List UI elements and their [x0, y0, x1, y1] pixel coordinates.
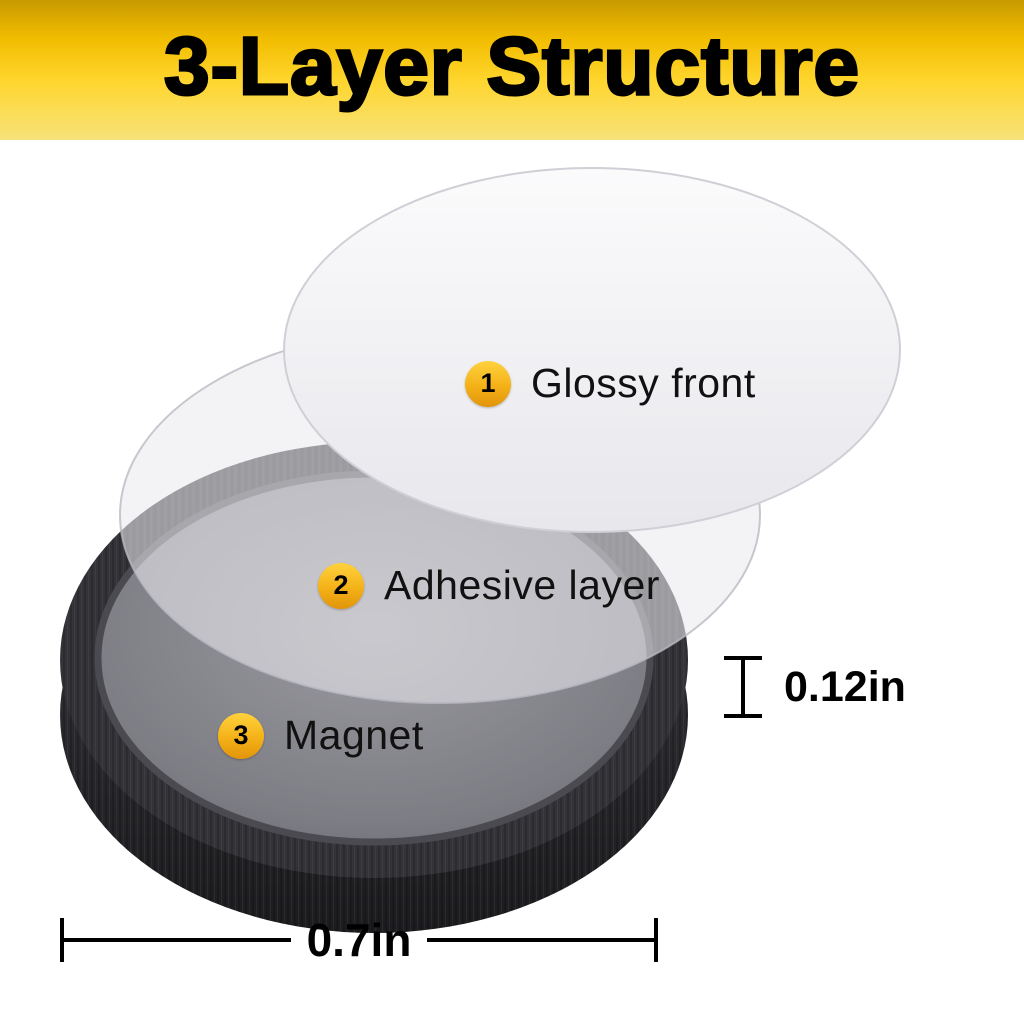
diameter-indicator: 0.7in	[60, 914, 659, 966]
layer-label-text: Adhesive layer	[384, 562, 660, 608]
layer-label-text: Glossy front	[531, 360, 756, 406]
diameter-line-right	[427, 938, 655, 942]
number-badge-3: 3	[218, 712, 264, 759]
layer-label-glossy-front: 1 Glossy front	[465, 360, 756, 407]
diameter-line-left	[64, 938, 291, 942]
banner: 3-Layer Structure	[0, 0, 1024, 140]
thickness-value: 0.12in	[784, 662, 906, 711]
thickness-measure-icon	[724, 656, 762, 718]
thickness-indicator: 0.12in	[724, 656, 906, 718]
page-title: 3-Layer Structure	[162, 21, 861, 112]
layer-label-adhesive-layer: 2 Adhesive layer	[318, 562, 660, 609]
diameter-value: 0.7in	[306, 914, 412, 966]
layer-diagram	[60, 167, 901, 933]
number-badge-1: 1	[465, 360, 511, 407]
diameter-right-tick	[654, 918, 659, 962]
diameter-left-tick	[60, 918, 64, 962]
layer-label-text: Magnet	[284, 712, 424, 758]
number-badge-2: 2	[318, 562, 364, 609]
layer-label-magnet: 3 Magnet	[218, 712, 424, 759]
glossy-disc	[283, 167, 901, 533]
